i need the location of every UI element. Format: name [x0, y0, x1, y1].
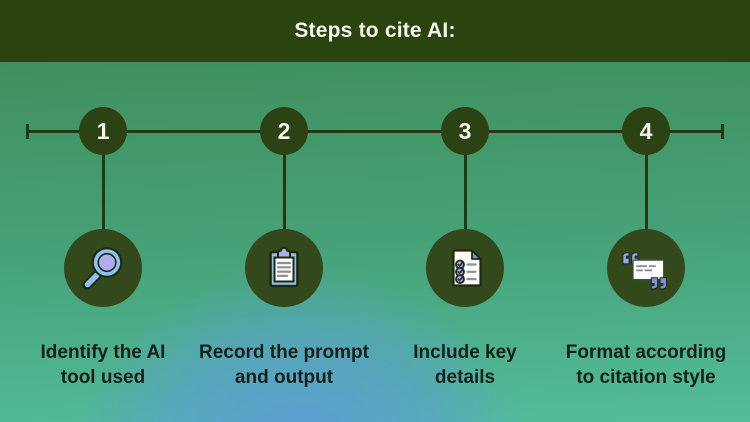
step-label: Identify the AI tool used: [40, 342, 166, 388]
step-icon-circle: [64, 229, 142, 307]
step-connector-line: [102, 152, 105, 234]
step-number: 4: [639, 117, 653, 144]
step-number: 2: [277, 117, 291, 144]
step-connector-line: [645, 152, 648, 234]
step-label: Format according to citation style: [565, 342, 727, 388]
header-bar: Steps to cite AI:: [0, 0, 750, 62]
timeline-end-tick: [721, 124, 724, 139]
step-icon-circle: [426, 229, 504, 307]
step-3: 3 Include key details: [370, 0, 560, 422]
step-label: Record the prompt and output: [199, 342, 369, 388]
timeline-line: [27, 130, 723, 133]
clipboard-icon: [269, 246, 299, 288]
step-connector-line: [283, 152, 286, 234]
step-4: 4 Format according to citation style: [551, 0, 741, 422]
page-title: Steps to cite AI:: [294, 19, 456, 42]
timeline-start-tick: [26, 124, 29, 139]
magnifier-icon: [82, 247, 123, 290]
step-number-badge: 4: [622, 107, 670, 155]
checklist-icon: [452, 249, 482, 287]
step-connector-line: [464, 152, 467, 234]
step-icon-circle: [245, 229, 323, 307]
step-number-badge: 3: [441, 107, 489, 155]
step-number: 3: [458, 117, 472, 144]
step-icon-circle: [607, 229, 685, 307]
step-1: 1 Identify the AI tool used: [8, 0, 198, 422]
step-number: 1: [96, 117, 110, 144]
quotation-icon: [622, 251, 667, 289]
step-2: 2 Record the prompt and output: [189, 0, 379, 422]
step-number-badge: 1: [79, 107, 127, 155]
step-label: Include key details: [413, 342, 517, 388]
step-number-badge: 2: [260, 107, 308, 155]
